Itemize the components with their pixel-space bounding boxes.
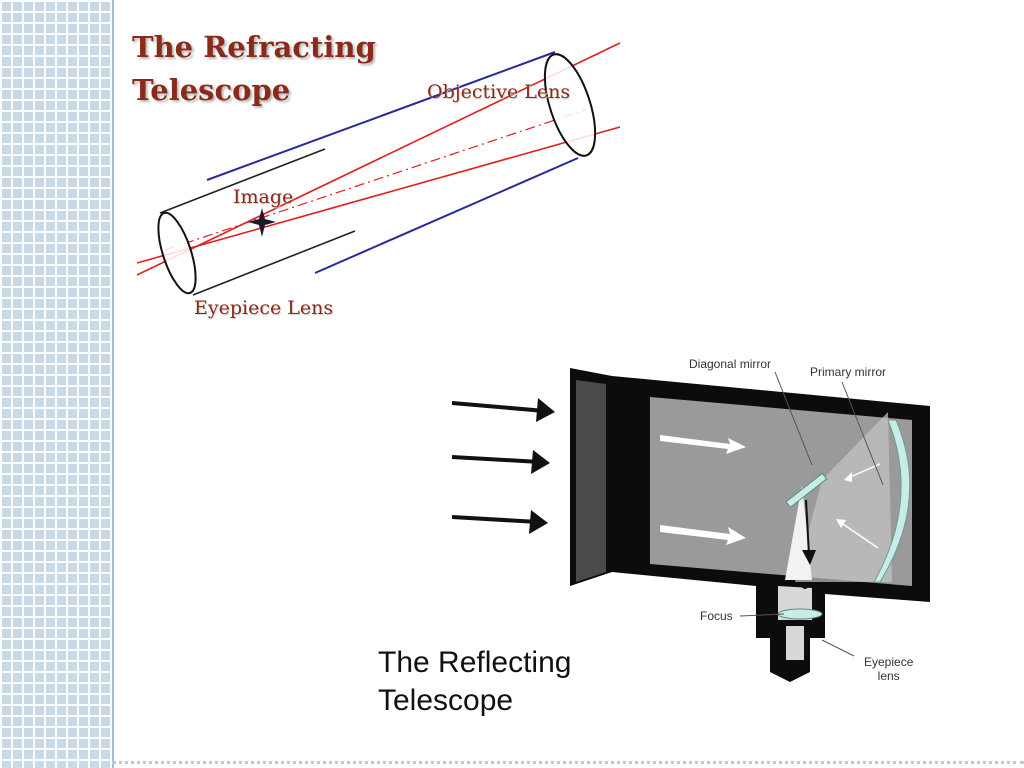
leader-line [774,371,813,466]
leader-line [821,639,855,657]
focus-ray-arrow [805,499,810,556]
primary-mirror-label: Primary mirror [810,365,886,379]
eyepiece-label-line2: lens [877,668,900,683]
eyepiece-label-line1: Eyepiece [864,655,914,669]
image-label: Image [233,186,294,208]
reflecting-caption: The Reflecting Telescope [378,644,571,719]
focus-point [802,583,808,589]
reflected-light-cone [795,412,892,582]
eyepiece-lens [777,608,823,620]
incoming-light-arrow [451,401,546,413]
refracting-title-line1: The Refracting [132,30,376,64]
bottom-divider [112,761,1024,764]
incoming-light-arrow [451,455,541,464]
reflected-light-cone [785,485,812,580]
refracting-title-line2: Telescope [132,73,291,107]
eyepiece-lens [157,211,197,295]
eyepiece-chamber [786,626,804,660]
refracting-telescope-diagram [136,42,621,296]
focus-label: Focus [700,609,733,623]
white-light-arrow [660,435,746,454]
reflected-arrow [847,463,881,479]
leader-line [841,381,884,486]
optical-axis [164,109,586,251]
diagonal-mirror [785,472,828,509]
eyepiece-tube-edge [159,148,326,214]
caption-line2: Telescope [378,683,514,717]
leader-line [739,613,785,617]
incoming-light-arrow [451,515,539,524]
caption-line1: The Reflecting [378,646,572,679]
white-light-arrow [660,525,746,545]
tube-edge [206,51,556,181]
reflecting-telescope-diagram [451,368,930,682]
diagonal-mirror-label: Diagonal mirror [689,357,772,371]
objective-lens-label: Objective Lens [427,81,571,103]
tube-edge [314,157,579,274]
light-ray [136,42,621,276]
telescope-aperture [576,380,606,582]
eyepiece-lens-label: Eyepiece lens [864,655,914,684]
light-ray [136,126,621,264]
objective-lens [543,53,597,157]
eyepiece-tube-edge [192,230,356,296]
eyepiece-lens-label: Eyepiece Lens [194,297,334,319]
primary-mirror [873,419,911,583]
image-star-icon [248,208,276,237]
decorative-sidebar [0,0,114,768]
reflected-arrow [839,521,879,549]
